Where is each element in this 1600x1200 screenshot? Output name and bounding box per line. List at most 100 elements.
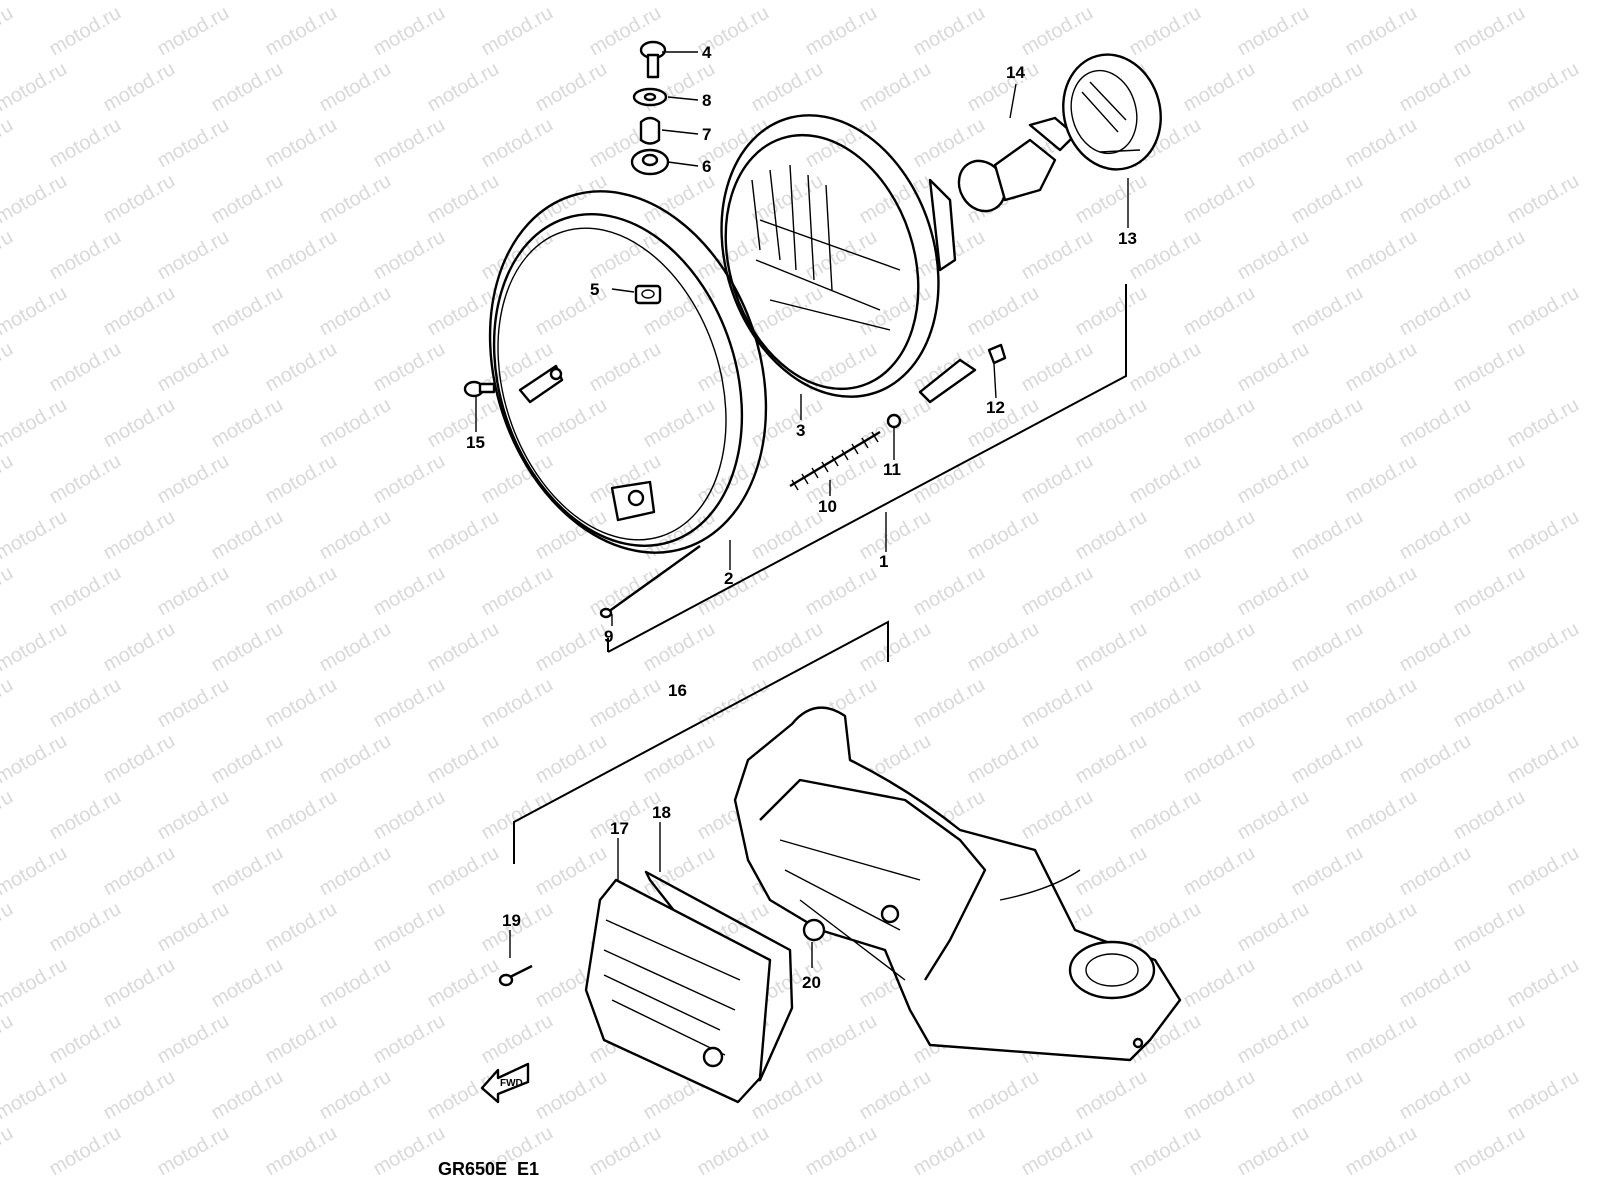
watermark-text: motod.ru [208,58,287,117]
watermark-text: motod.ru [1126,450,1205,509]
watermark-text: motod.ru [0,1010,17,1069]
watermark-text: motod.ru [1342,786,1421,845]
watermark-text: motod.ru [1288,58,1367,117]
watermark-text: motod.ru [1180,618,1259,677]
watermark-text: motod.ru [370,2,449,61]
callout-11: 11 [883,460,901,479]
watermark-text: motod.ru [1342,674,1421,733]
watermark-text: motod.ru [154,226,233,285]
watermark-text: motod.ru [154,450,233,509]
watermark-text: motod.ru [1126,2,1205,61]
watermark-text: motod.ru [1288,170,1367,229]
watermark-text: motod.ru [1072,842,1151,901]
watermark-text: motod.ru [0,114,17,173]
callout-4: 4 [702,43,712,62]
watermark-text: motod.ru [1288,394,1367,453]
watermark-text: motod.ru [802,562,881,621]
watermark-text: motod.ru [1504,506,1583,565]
adjuster-screw [599,545,701,619]
watermark-text: motod.ru [1018,1122,1097,1181]
watermark-text: motod.ru [1126,674,1205,733]
watermark-text: motod.ru [856,58,935,117]
watermark-text: motod.ru [46,898,125,957]
callout-16: 16 [668,681,687,700]
watermark-text: motod.ru [910,450,989,509]
watermark-text: motod.ru [0,562,17,621]
watermark-text: motod.ru [424,58,503,117]
watermark-text: motod.ru [1126,786,1205,845]
watermark-text: motod.ru [1396,954,1475,1013]
watermark-text: motod.ru [478,2,557,61]
callout-10: 10 [818,497,837,516]
watermark-text: motod.ru [1342,562,1421,621]
watermark-text: motod.ru [0,1066,71,1125]
watermark-text: motod.ru [748,618,827,677]
watermark-text: motod.ru [154,2,233,61]
spring-nut [886,413,902,429]
watermark-text: motod.ru [316,506,395,565]
watermark-text: motod.ru [1126,338,1205,397]
watermark-text: motod.ru [1288,842,1367,901]
watermark-text: motod.ru [208,1066,287,1125]
watermark-text: motod.ru [46,450,125,509]
watermark-text: motod.ru [694,674,773,733]
watermark-text: motod.ru [964,730,1043,789]
watermark-text: motod.ru [1072,282,1151,341]
watermark-text: motod.ru [478,786,557,845]
indicator-bulb [802,904,900,942]
watermark-text: motod.ru [910,674,989,733]
watermark-text: motod.ru [1396,170,1475,229]
watermark-text: motod.ru [586,1122,665,1181]
watermark-text: motod.ru [1234,674,1313,733]
watermark-text: motod.ru [0,674,17,733]
watermark-text: motod.ru [0,0,71,4]
watermark-text: motod.ru [802,1122,881,1181]
watermark-text: motod.ru [1504,954,1583,1013]
watermark-text: motod.ru [1180,282,1259,341]
watermark-text: motod.ru [1342,226,1421,285]
watermark-text: motod.ru [964,506,1043,565]
watermark-text: motod.ru [532,58,611,117]
watermark-text: motod.ru [424,170,503,229]
watermark-text: motod.ru [964,1066,1043,1125]
watermark-text: motod.ru [1396,58,1475,117]
callouts: 4 8 7 6 5 3 2 1 9 10 11 12 13 14 15 16 1… [466,43,1137,992]
watermark-text: motod.ru [1234,1122,1313,1181]
watermark-text: motod.ru [1450,114,1529,173]
assembly-bracket-16 [513,620,889,864]
watermark-text: motod.ru [46,226,125,285]
watermark-text: motod.ru [208,170,287,229]
watermark-text: motod.ru [1342,450,1421,509]
callout-2: 2 [724,569,733,588]
watermark-text: motod.ru [370,450,449,509]
watermark-text: motod.ru [0,450,17,509]
watermark-text: motod.ru [208,618,287,677]
watermark-text: motod.ru [0,730,71,789]
watermark-text: motod.ru [1072,394,1151,453]
watermark-text: motod.ru [748,394,827,453]
fwd-label: FWD [500,1078,523,1089]
watermark-text: motod.ru [262,786,341,845]
watermark-text: motod.ru [1018,338,1097,397]
watermark-text: motod.ru [0,618,71,677]
watermark-text: motod.ru [100,842,179,901]
watermark-text: motod.ru [1342,898,1421,957]
callout-17: 17 [610,819,629,838]
watermark-text: motod.ru [208,506,287,565]
watermark-text: motod.ru [0,338,17,397]
watermark-text: motod.ru [1396,618,1475,677]
watermark-text: motod.ru [1072,506,1151,565]
watermark-text: motod.ru [370,338,449,397]
watermark-text: motod.ru [100,618,179,677]
watermark-text: motod.ru [1396,842,1475,901]
watermark-text: motod.ru [46,2,125,61]
watermark-text: motod.ru [1288,618,1367,677]
watermark-text: motod.ru [1126,226,1205,285]
watermark-text: motod.ru [46,338,125,397]
watermark-text: motod.ru [1342,114,1421,173]
callout-6: 6 [702,157,711,176]
watermark-text: motod.ru [262,338,341,397]
watermark-text: motod.ru [154,338,233,397]
watermark-text: motod.ru [0,506,71,565]
watermark-text: motod.ru [964,58,1043,117]
